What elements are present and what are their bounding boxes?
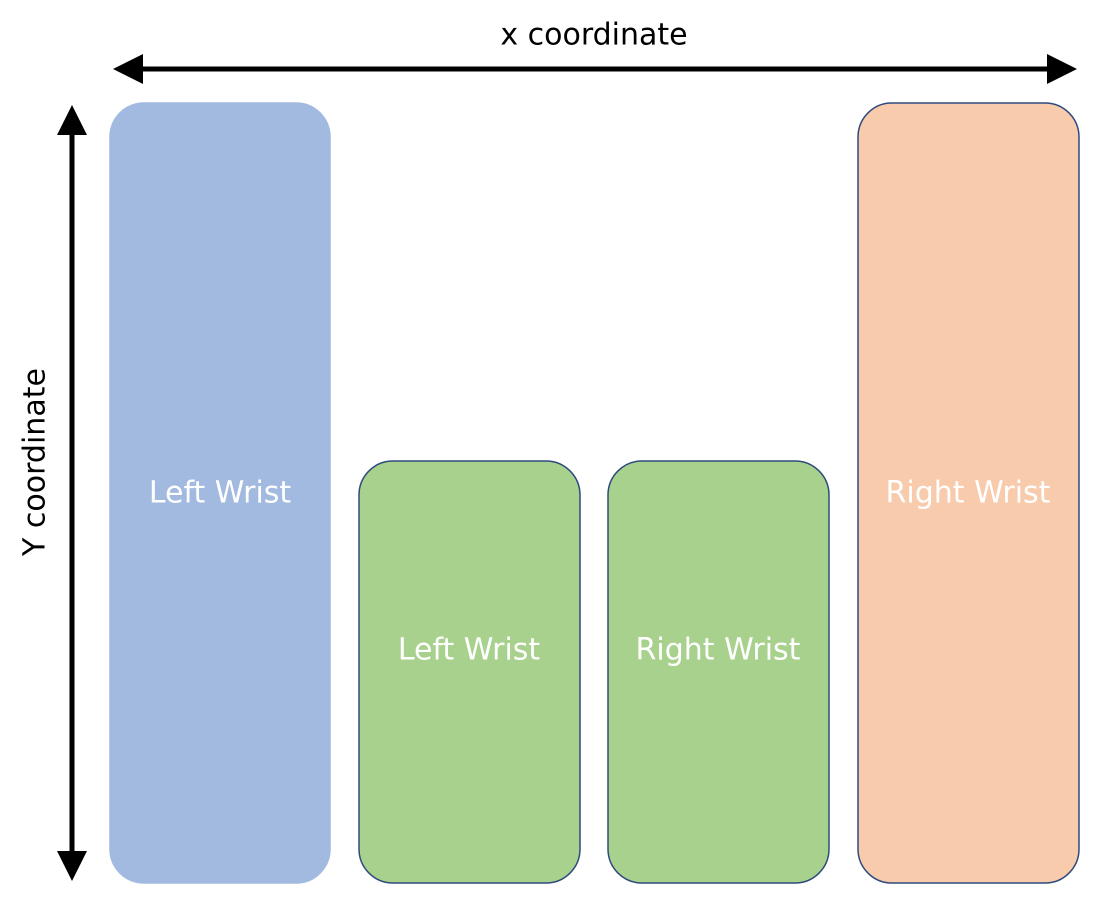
box-left-wrist-short-shape xyxy=(358,460,581,884)
box-right-wrist-tall-label: Right Wrist xyxy=(886,476,1051,511)
box-left-wrist-tall-shape xyxy=(109,102,331,884)
box-right-wrist-short: Right Wrist xyxy=(607,460,830,884)
box-right-wrist-short-label: Right Wrist xyxy=(636,633,801,668)
box-right-wrist-short-shape xyxy=(607,460,830,884)
y-axis-label: Y coordinate xyxy=(18,368,53,557)
box-right-wrist-tall: Right Wrist xyxy=(857,102,1080,884)
x-axis-label: x coordinate xyxy=(500,18,687,53)
x-axis: x coordinate xyxy=(113,18,1077,84)
box-left-wrist-tall-label: Left Wrist xyxy=(149,476,292,511)
box-left-wrist-short: Left Wrist xyxy=(358,460,581,884)
y-axis: Y coordinate xyxy=(18,105,87,881)
box-left-wrist-short-label: Left Wrist xyxy=(398,633,541,668)
box-right-wrist-tall-shape xyxy=(857,102,1080,884)
box-left-wrist-tall: Left Wrist xyxy=(109,102,331,884)
